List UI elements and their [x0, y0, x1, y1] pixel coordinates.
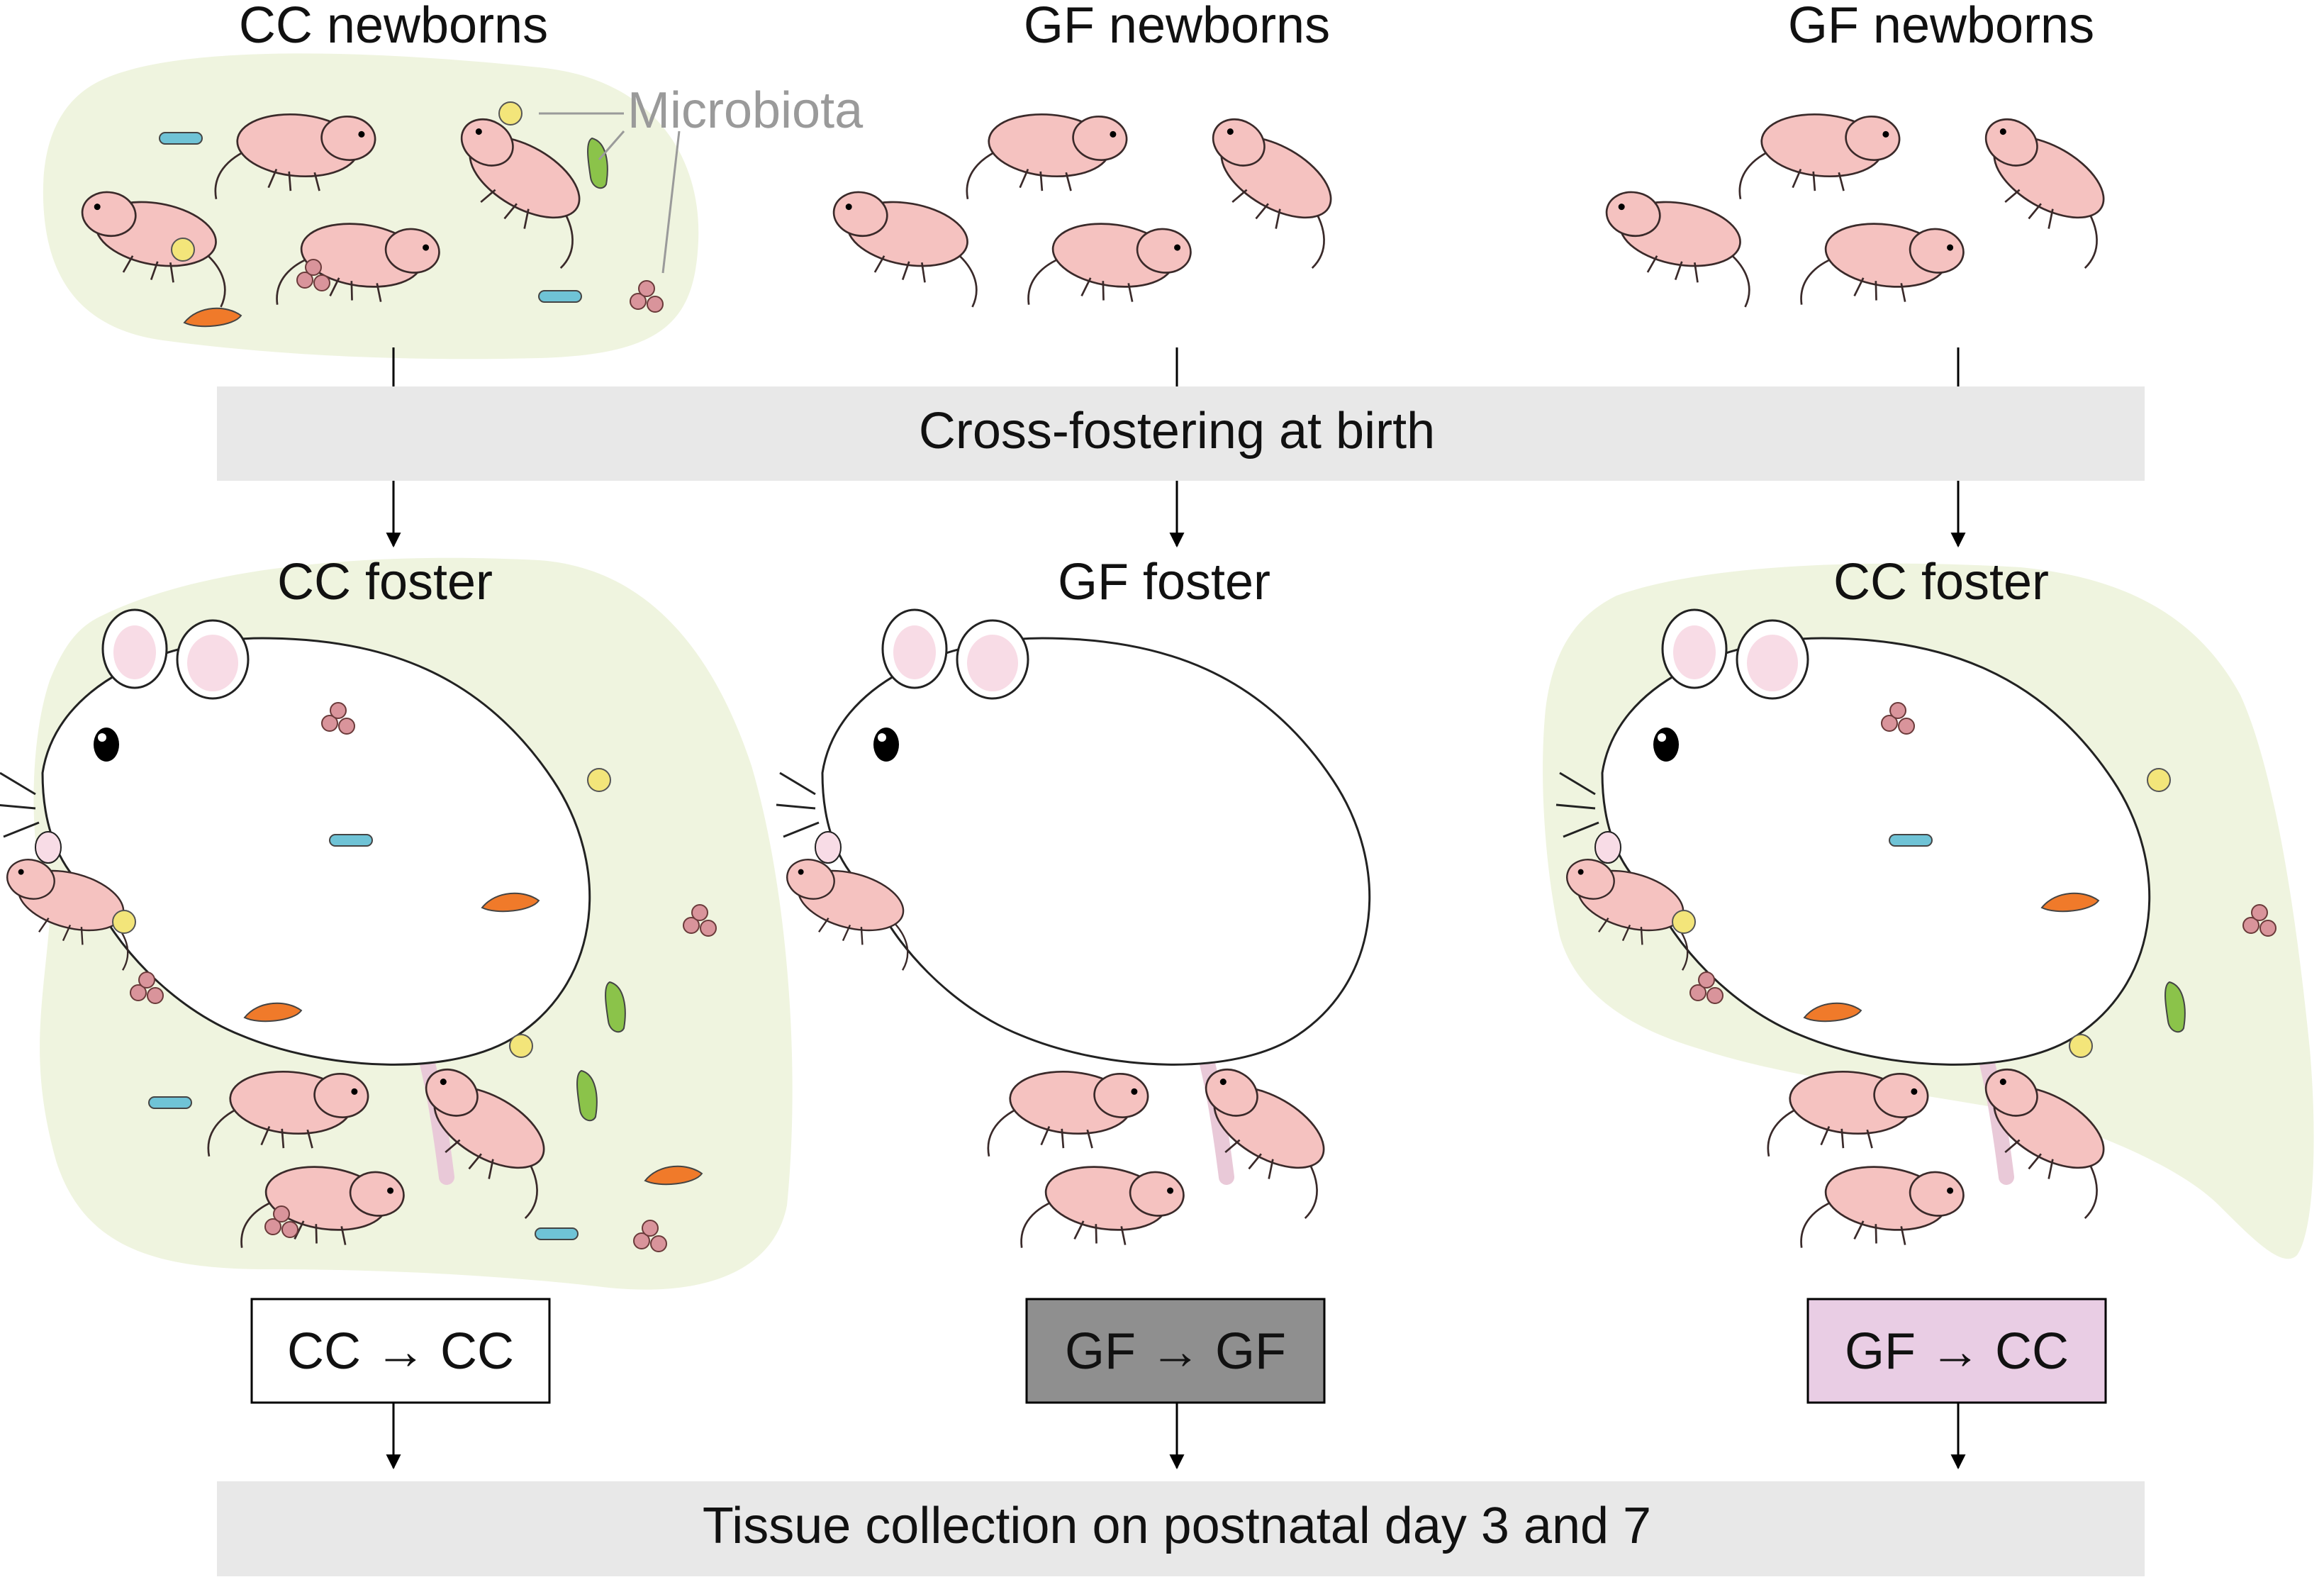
microbe-foster-0-15: [633, 1220, 667, 1252]
microbe-foster-0-2: [329, 834, 373, 847]
foster-pup-1-c: [1205, 1068, 1325, 1220]
microbe-foster-2-1: [2147, 768, 2171, 792]
microbiota-label: Microbiota: [627, 82, 864, 139]
newborn-pup-2-b: [1738, 113, 1901, 200]
foster-pup-0-a: [207, 1070, 369, 1157]
microbe-foster-2-0: [1881, 702, 1915, 735]
newborn-label-gf-middle: GF newborns: [1024, 0, 1330, 54]
microbe-foster-0-14: [535, 1227, 579, 1240]
newborn-pup-0-c: [276, 223, 440, 305]
mother-mouse-gf-foster: [776, 608, 1371, 1185]
result-box-gf-gf: [1025, 1298, 1326, 1404]
microbe-foster-2-7: [2164, 981, 2186, 1033]
foster-pup-0-c: [425, 1068, 545, 1220]
newborn-pup-1-d: [1212, 118, 1332, 269]
microbe-foster-0-0: [321, 702, 355, 735]
microbe-foster-0-10: [148, 1096, 192, 1109]
microbe-foster-0-12: [644, 1165, 703, 1186]
mother-mouse-cc-foster-right: [1555, 608, 2151, 1185]
foster-label-gf: GF foster: [1058, 554, 1270, 611]
newborn-label-cc: CC newborns: [239, 0, 548, 54]
result-box-cc-cc: [250, 1298, 551, 1404]
foster-label-cc-left: CC foster: [277, 554, 493, 611]
microbe-foster-0-11: [576, 1069, 598, 1122]
microbe-foster-2-2: [1889, 834, 1933, 847]
newborn-pup-0-b: [214, 113, 376, 200]
crossfostering-label: Cross-fostering at birth: [919, 403, 1435, 459]
newborn-pup-0-d: [460, 118, 581, 269]
newborn-pup-2-a: [1605, 191, 1750, 308]
mother-mouse-cc-foster-left: [0, 608, 591, 1185]
microbe-newborn-4: [296, 259, 330, 291]
result-box-gf-cc: [1806, 1298, 2107, 1404]
microbe-foster-0-13: [264, 1205, 298, 1238]
newborn-pup-1-b: [966, 113, 1128, 200]
microbe-foster-2-8: [1803, 1002, 1862, 1023]
microbe-foster-0-4: [112, 910, 136, 934]
newborn-microbiota-background: [43, 53, 699, 360]
result-label-gf-gf: GF → GF: [1065, 1323, 1286, 1380]
microbe-newborn-3: [171, 238, 195, 262]
microbe-foster-0-6: [130, 971, 164, 1004]
foster-pup-1-a: [987, 1070, 1149, 1157]
result-label-gf-cc: GF → CC: [1845, 1323, 2069, 1380]
newborn-pup-1-c: [1027, 223, 1192, 305]
newborn-pup-1-a: [832, 191, 978, 308]
microbe-foster-2-6: [1689, 971, 1724, 1004]
microbe-foster-0-5: [683, 904, 717, 937]
carried-pup-1: [786, 859, 909, 971]
microbe-newborn-5: [538, 290, 582, 303]
tissue-collection-band: [217, 1481, 2145, 1576]
microbe-foster-0-3: [481, 892, 540, 913]
microbe-foster-2-3: [2040, 892, 2100, 913]
foster-label-cc-right: CC foster: [1833, 554, 2049, 611]
microbiota-callout: Microbiota: [539, 82, 864, 274]
microbe-foster-0-7: [605, 981, 626, 1033]
microbe-foster-2-9: [2069, 1034, 2093, 1058]
microbe-foster-0-9: [509, 1034, 533, 1058]
microbe-newborn-1: [498, 101, 523, 126]
newborn-pup-2-d: [1984, 118, 2105, 269]
microbe-foster-0-8: [243, 1002, 303, 1023]
microbe-newborn-7: [183, 307, 242, 328]
microbe-foster-0-1: [587, 768, 611, 792]
foster-pup-2-c: [1984, 1068, 2105, 1220]
newborn-pup-2-c: [1800, 223, 1965, 305]
foster-pup-2-b: [1800, 1166, 1965, 1248]
foster-pup-1-b: [1020, 1166, 1185, 1248]
microbe-newborn-6: [630, 280, 664, 313]
microbe-newborn-0: [159, 132, 203, 145]
carried-pup-2: [1566, 859, 1689, 971]
foster-pup-2-a: [1767, 1070, 1929, 1157]
tissue-collection-label: Tissue collection on postnatal day 3 and…: [703, 1498, 1651, 1554]
foster-pup-0-b: [240, 1166, 405, 1248]
newborn-label-gf-right: GF newborns: [1788, 0, 2094, 54]
microbe-foster-2-5: [2242, 904, 2276, 937]
crossfostering-band: [217, 386, 2145, 481]
microbe-newborn-2: [587, 137, 608, 189]
microbe-foster-2-4: [1672, 910, 1696, 934]
result-label-cc-cc: CC → CC: [287, 1323, 514, 1380]
